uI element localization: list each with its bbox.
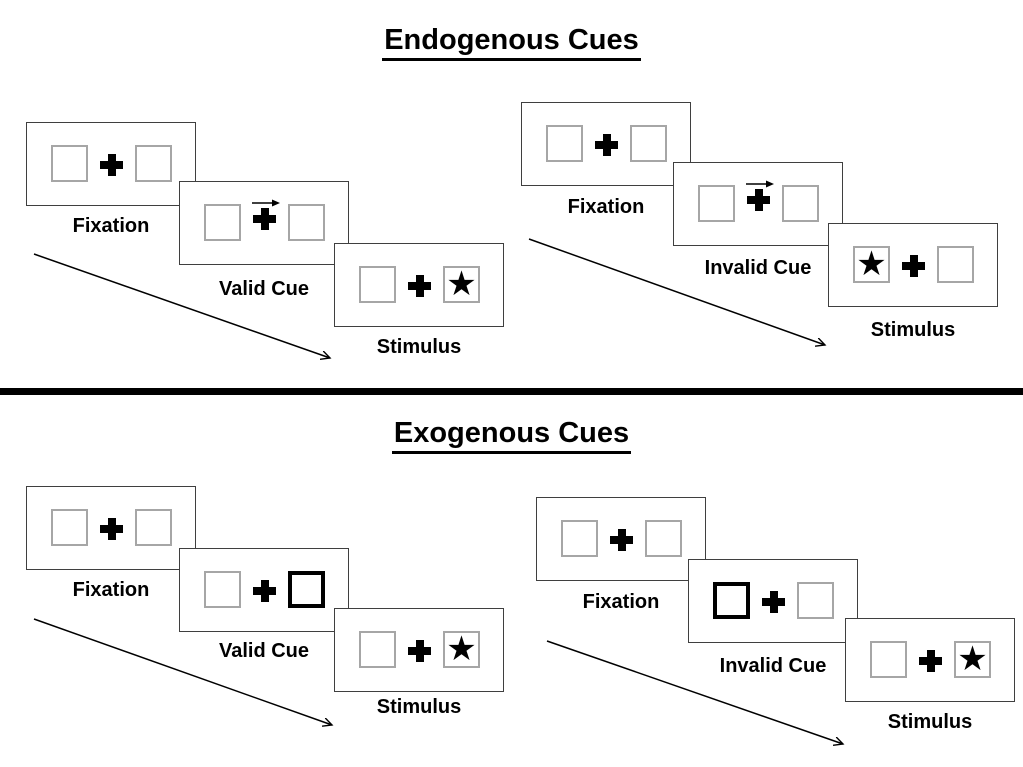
- fixation-cross-icon: [610, 529, 633, 551]
- left-box: [870, 641, 907, 678]
- cue-panel: [673, 162, 843, 246]
- left-box: [51, 509, 88, 546]
- fixation-cross-icon: [408, 640, 431, 662]
- right-box: [135, 145, 172, 182]
- left-box: [51, 145, 88, 182]
- fixation-cross-icon: [253, 580, 276, 602]
- fixation-cross-icon: [919, 650, 942, 672]
- fixation-panel: [26, 122, 196, 206]
- cue-panel: [688, 559, 858, 643]
- left-box: [698, 185, 735, 222]
- left-box: [359, 631, 396, 668]
- right-box: [630, 125, 667, 162]
- panel-label: Stimulus: [376, 336, 462, 358]
- sequence-arrow-icon: [528, 238, 825, 345]
- cue-arrow-icon: [252, 199, 280, 207]
- fixation-cross-icon: [408, 275, 431, 297]
- cue-panel: [179, 548, 349, 632]
- right-box: ★: [443, 266, 480, 303]
- stimulus-panel: ★: [334, 608, 504, 692]
- fixation-cross-icon: [253, 208, 276, 230]
- exogenous-section-title: Exogenous Cues: [0, 417, 1023, 454]
- panel-label: Stimulus: [376, 696, 462, 718]
- sequence-arrow-icon: [33, 253, 330, 358]
- left-box: [359, 266, 396, 303]
- star-stimulus-icon: ★: [446, 630, 477, 668]
- star-stimulus-icon: ★: [856, 245, 887, 283]
- sequence-arrow-icon: [546, 640, 843, 744]
- stimulus-panel: ★: [845, 618, 1015, 702]
- left-box: [204, 204, 241, 241]
- panel-label: Invalid Cue: [719, 655, 827, 677]
- panel-label: Stimulus: [870, 319, 956, 341]
- panel-label: Fixation: [72, 215, 150, 237]
- panel-label: Stimulus: [887, 711, 973, 733]
- right-box: ★: [443, 631, 480, 668]
- fixation-panel: [26, 486, 196, 570]
- left-box: [546, 125, 583, 162]
- fixation-cross-icon: [747, 189, 770, 211]
- fixation-cross-icon: [762, 591, 785, 613]
- panel-label: Valid Cue: [218, 640, 310, 662]
- fixation-cross-icon: [902, 255, 925, 277]
- fixation-cross-icon: [100, 154, 123, 176]
- sequence-arrow-icon: [33, 618, 332, 725]
- section-divider: [0, 388, 1023, 395]
- right-box: [937, 246, 974, 283]
- stimulus-panel: ★: [334, 243, 504, 327]
- panel-label: Fixation: [72, 579, 150, 601]
- right-box: [135, 509, 172, 546]
- left-box: [561, 520, 598, 557]
- stimulus-panel: ★: [828, 223, 998, 307]
- right-box: ★: [954, 641, 991, 678]
- right-box: [782, 185, 819, 222]
- cue-arrow-icon: [746, 180, 774, 188]
- cue-highlight-box: [288, 571, 325, 608]
- star-stimulus-icon: ★: [957, 640, 988, 678]
- endogenous-section-title: Endogenous Cues: [0, 24, 1023, 61]
- fixation-cross-icon: [100, 518, 123, 540]
- panel-label: Fixation: [582, 591, 660, 613]
- right-box: [645, 520, 682, 557]
- right-box: [288, 204, 325, 241]
- cue-highlight-box: [713, 582, 750, 619]
- right-box: [797, 582, 834, 619]
- panel-label: Valid Cue: [218, 278, 310, 300]
- panel-label: Fixation: [567, 196, 645, 218]
- left-box: ★: [853, 246, 890, 283]
- fixation-panel: [521, 102, 691, 186]
- star-stimulus-icon: ★: [446, 265, 477, 303]
- fixation-cross-icon: [595, 134, 618, 156]
- left-box: [204, 571, 241, 608]
- fixation-panel: [536, 497, 706, 581]
- cue-panel: [179, 181, 349, 265]
- panel-label: Invalid Cue: [704, 257, 812, 279]
